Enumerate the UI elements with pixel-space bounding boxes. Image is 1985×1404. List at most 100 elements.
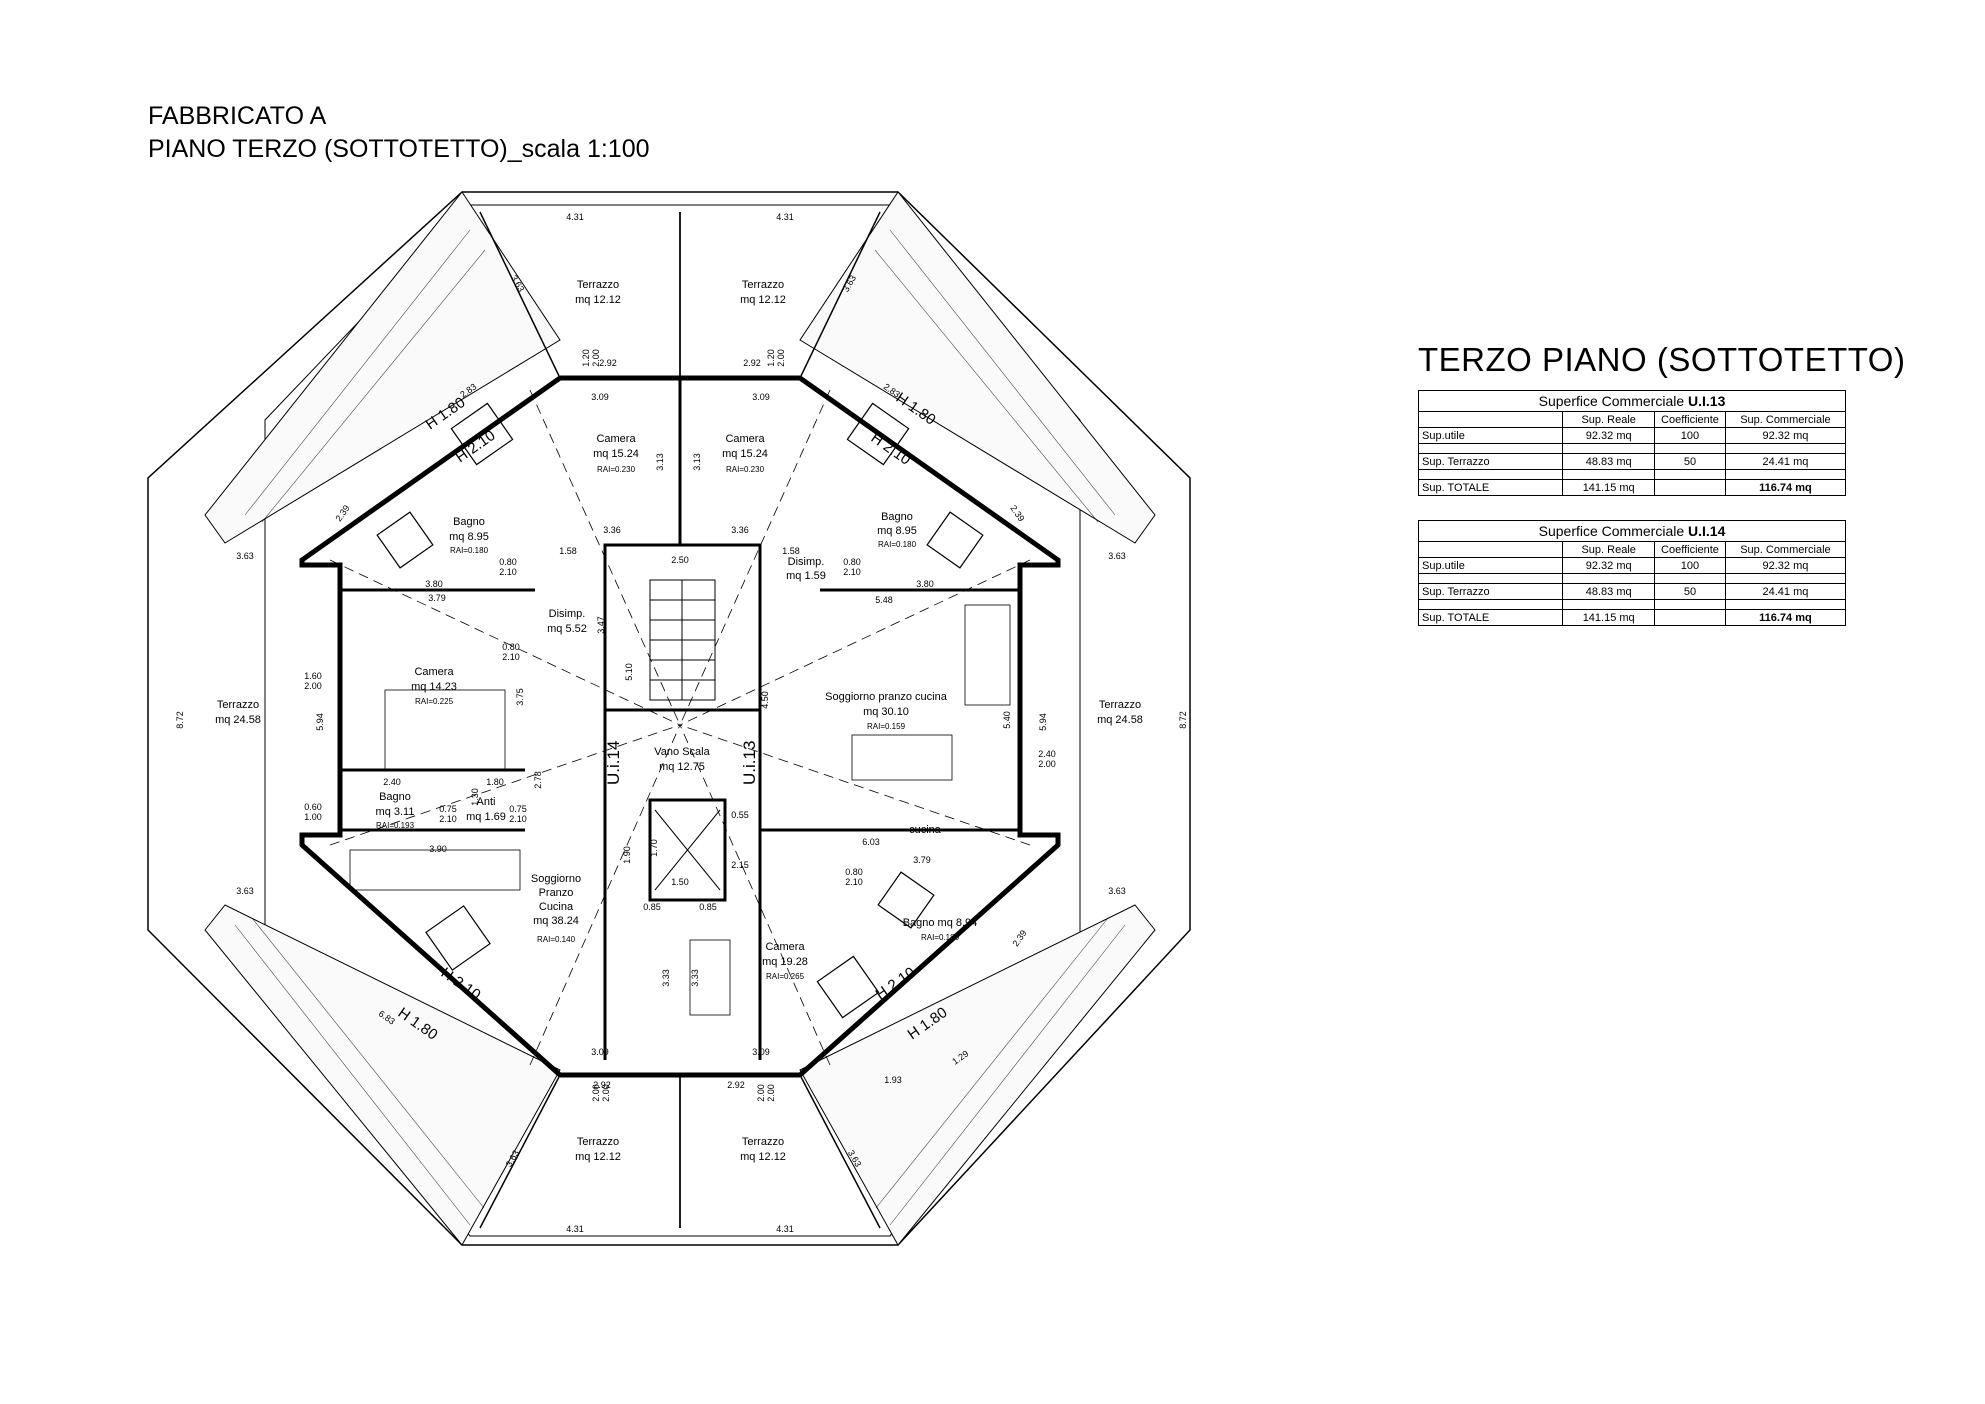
dim-label: 2.92: [727, 1080, 745, 1090]
row-label: Sup. Terrazzo: [1417, 453, 1564, 470]
room-name: Disimp.: [549, 608, 586, 620]
dim-label: 0.75: [439, 804, 457, 814]
exterior-walls: [299, 375, 1061, 1078]
dim-label: 3.09: [591, 1047, 609, 1057]
coefficiente: [1654, 479, 1726, 496]
dim-label: 0.80: [843, 557, 861, 567]
room-area: mq 15.24: [722, 448, 768, 460]
dim-label: 2.92: [599, 358, 617, 368]
dim-label: 2.40: [383, 777, 401, 787]
height-label: H 2.10: [453, 427, 499, 466]
dim-label: 3.80: [425, 579, 443, 589]
dim-label: 1.58: [782, 546, 800, 556]
room-area: mq 12.12: [740, 294, 786, 306]
room-area: mq 12.12: [740, 1151, 786, 1163]
room-rai: RAI=0.180: [878, 540, 917, 549]
dim-label: 3.36: [731, 525, 749, 535]
room-name: Camera: [765, 941, 805, 953]
dim-label: 2.00: [601, 1084, 611, 1102]
dim-label: 4.31: [776, 1224, 794, 1234]
dim-label: 1.20: [581, 349, 591, 367]
room-name: Anti: [477, 796, 496, 808]
staircase: [649, 579, 721, 891]
dim-label: 1.90: [622, 846, 632, 864]
dim-label: 8.72: [1178, 711, 1188, 729]
dim-label: 2.39: [1010, 928, 1028, 948]
row-label: Sup.utile: [1417, 427, 1564, 444]
dim-label: 2.78: [533, 771, 543, 789]
room-area: mq 38.24: [533, 915, 579, 927]
height-label: H 2.10: [438, 964, 484, 1003]
table-row: Sup. Terrazzo 48.83 mq 50 24.41 mq: [1417, 583, 1847, 600]
drawing-title: FABBRICATO A PIANO TERZO (SOTTOTETTO)_sc…: [148, 100, 650, 166]
dim-label: 3.90: [429, 844, 447, 854]
room-rai: RAI=0.180: [450, 546, 489, 555]
table-caption: Superfice Commerciale U.I.13: [1418, 390, 1846, 412]
dim-label: 2.00: [766, 1084, 776, 1102]
room-area: mq 19.28: [762, 956, 808, 968]
room-name: Bagno: [881, 511, 913, 523]
table-header-row: Sup. Reale Coefficiente Sup. Commerciale: [1417, 541, 1847, 558]
sup-reale: 92.32 mq: [1562, 427, 1656, 444]
caption-text: Superfice Commerciale: [1538, 393, 1685, 409]
col-header: Sup. Reale: [1562, 541, 1656, 558]
room-rai: RAI=0.193: [376, 821, 415, 830]
sup-commerciale: 92.32 mq: [1724, 557, 1847, 574]
table-row-total: Sup. TOTALE 141.15 mq 116.74 mq: [1417, 609, 1847, 626]
dim-label: 2.10: [509, 814, 527, 824]
dim-label: 2.00: [591, 349, 601, 367]
dim-label: 3.13: [692, 453, 702, 471]
room-name: Cucina: [539, 901, 574, 913]
summary-title: TERZO PIANO (SOTTOTETTO): [1418, 341, 1906, 378]
dim-label: 0.75: [509, 804, 527, 814]
room-rai: RAI=0.230: [597, 465, 636, 474]
dim-label: 1.00: [304, 812, 322, 822]
coefficiente: [1654, 609, 1726, 626]
dim-label: 3.79: [913, 855, 931, 865]
height-label: H 2.10: [873, 964, 919, 1003]
roof-outline: [147, 191, 1191, 1246]
interior-walls: [340, 378, 1020, 1060]
roof-slope-hatch: [204, 191, 1156, 1246]
dim-label: 2.00: [776, 349, 786, 367]
room-area: mq 30.10: [863, 706, 909, 718]
dimension-labels: 4.31 4.31 4.31 4.31 2.92 2.92 2.92 2.92 …: [236, 212, 1126, 1234]
unit-label-left: U.i.14: [604, 741, 623, 785]
dim-label: 5.94: [315, 713, 325, 731]
table-caption: Superfice Commerciale U.I.14: [1418, 520, 1846, 542]
roof-ridge-lines: [329, 389, 1031, 1066]
room-rai: RAI=0.159: [867, 722, 906, 731]
dim-label: 5.10: [624, 663, 634, 681]
dim-label: 5.48: [875, 595, 893, 605]
dim-label: 2.10: [843, 567, 861, 577]
dim-label: 1.20: [766, 349, 776, 367]
col-header: Coefficiente: [1654, 411, 1726, 428]
dim-label: 6.03: [862, 837, 880, 847]
dim-label: 1.60: [304, 671, 322, 681]
dim-label: 3.47: [596, 616, 606, 634]
table-row: Sup. Terrazzo 48.83 mq 50 24.41 mq: [1417, 453, 1847, 470]
dim-label: 1.50: [671, 877, 689, 887]
dim-label: 3.09: [752, 392, 770, 402]
room-area: mq 24.58: [215, 714, 261, 726]
dim-label: 1.80: [486, 777, 504, 787]
room-name: Terrazzo: [577, 279, 619, 291]
kitchen-label: cucina: [909, 824, 942, 836]
dim-label: 3.80: [916, 579, 934, 589]
dim-label: 2.50: [671, 555, 689, 565]
room-name: Soggiorno pranzo cucina: [825, 691, 948, 703]
dim-label: 3.09: [591, 392, 609, 402]
room-area: mq 12.12: [575, 1151, 621, 1163]
row-label: Sup. TOTALE: [1417, 479, 1564, 496]
room-name: Disimp.: [788, 556, 825, 568]
dim-label: 2.92: [743, 358, 761, 368]
sup-reale: 92.32 mq: [1562, 557, 1656, 574]
dim-label: 0.80: [502, 642, 520, 652]
coefficiente: 100: [1654, 557, 1726, 574]
dim-label: 3.63: [1108, 551, 1126, 561]
dim-label: 1.70: [649, 839, 659, 857]
room-name: Camera: [725, 433, 765, 445]
row-label: Sup. TOTALE: [1417, 609, 1564, 626]
sup-commerciale: 24.41 mq: [1724, 583, 1847, 600]
dim-label: 2.15: [731, 860, 749, 870]
